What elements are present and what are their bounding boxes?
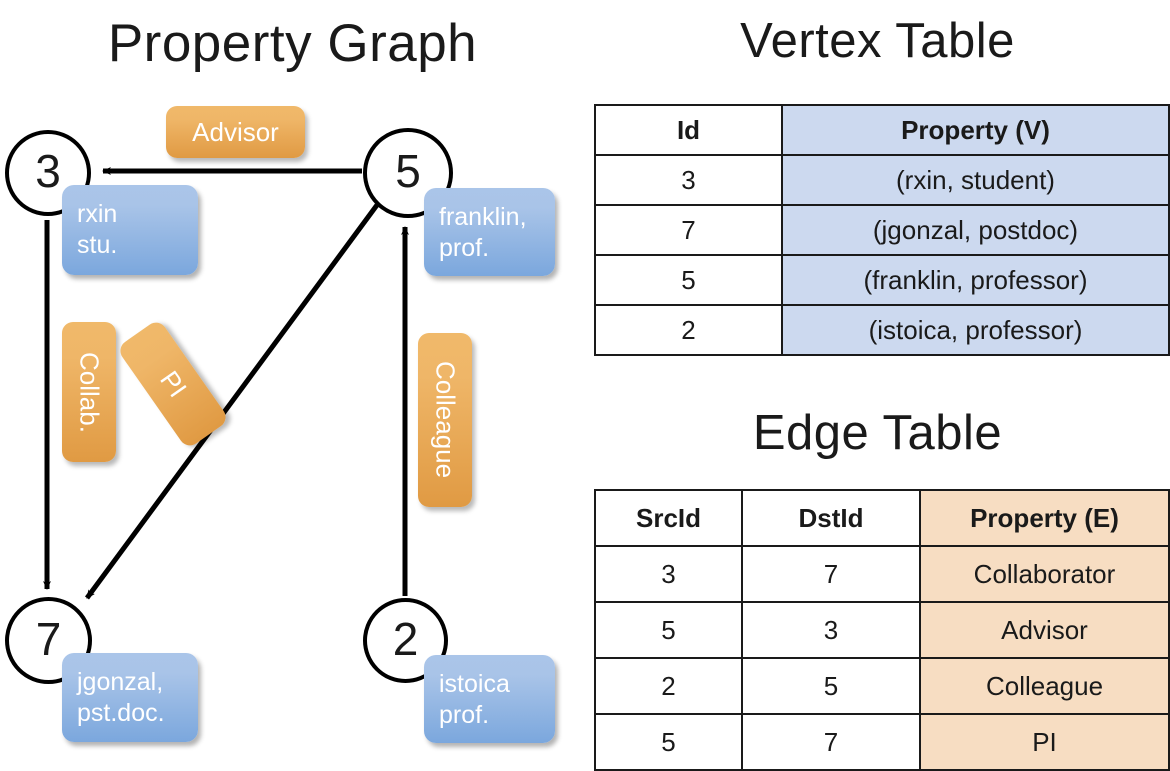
node-property-2-line1: istoica — [439, 670, 510, 698]
vertex-cell-id: 7 — [594, 204, 783, 256]
table-row[interactable]: 7 (jgonzal, postdoc) — [594, 204, 1170, 256]
vertex-table-header-row: Id Property (V) — [594, 104, 1170, 156]
edge-label-pi-text: PI — [154, 365, 193, 403]
edge-cell-property: Colleague — [919, 657, 1170, 715]
graph-node-7-label: 7 — [35, 612, 62, 665]
edge-cell-srcid: 3 — [594, 545, 743, 603]
graph-node-2-label: 2 — [392, 612, 419, 665]
edge-label-advisor: Advisor — [166, 106, 305, 158]
edge-label-advisor-text: Advisor — [192, 116, 279, 147]
edge-label-colleague-text: Colleague — [430, 361, 461, 479]
node-property-box-3: rxin stu. — [62, 185, 198, 275]
edge-cell-srcid: 2 — [594, 657, 743, 715]
edge-cell-srcid: 5 — [594, 601, 743, 659]
edge-arrow-5-7 — [84, 203, 380, 600]
node-property-7-line1: jgonzal, — [77, 668, 164, 696]
vertex-cell-id: 5 — [594, 254, 783, 306]
edge-cell-dstid: 7 — [741, 713, 921, 771]
edge-cell-property: PI — [919, 713, 1170, 771]
vertex-cell-property: (istoica, professor) — [781, 304, 1170, 356]
table-row[interactable]: 5 7 PI — [594, 713, 1170, 771]
page-title-vertex-table: Vertex Table — [740, 14, 1015, 68]
table-row[interactable]: 3 7 Collaborator — [594, 545, 1170, 603]
node-property-box-2: istoica prof. — [424, 655, 555, 743]
vertex-cell-property: (franklin, professor) — [781, 254, 1170, 306]
edge-label-collab-text: Collab. — [74, 351, 105, 433]
edge-label-collab: Collab. — [62, 322, 116, 462]
vertex-cell-property: (rxin, student) — [781, 154, 1170, 206]
edge-label-colleague: Colleague — [418, 333, 472, 507]
edge-table: SrcId DstId Property (E) 3 7 Collaborato… — [594, 489, 1170, 771]
page-title-property-graph: Property Graph — [107, 14, 478, 73]
graph-edge-arrows — [43, 167, 409, 600]
edge-cell-dstid: 3 — [741, 601, 921, 659]
node-property-7-line2: pst.doc. — [77, 699, 165, 727]
node-property-2-line2: prof. — [439, 701, 490, 729]
vertex-cell-property: (jgonzal, postdoc) — [781, 204, 1170, 256]
table-row[interactable]: 3 (rxin, student) — [594, 154, 1170, 206]
edge-table-header-property: Property (E) — [919, 489, 1170, 547]
graph-node-3-label: 3 — [35, 145, 61, 197]
node-property-3-line1: rxin — [77, 200, 118, 228]
vertex-cell-id: 3 — [594, 154, 783, 206]
edge-table-header-dstid: DstId — [741, 489, 921, 547]
table-row[interactable]: 5 3 Advisor — [594, 601, 1170, 659]
graph-node-5-label: 5 — [395, 145, 421, 197]
page-title-edge-table: Edge Table — [752, 406, 1003, 460]
graph-node-2[interactable]: 2 — [363, 598, 448, 683]
vertex-cell-id: 2 — [594, 304, 783, 356]
table-row[interactable]: 2 5 Colleague — [594, 657, 1170, 715]
edge-cell-dstid: 5 — [741, 657, 921, 715]
table-row[interactable]: 2 (istoica, professor) — [594, 304, 1170, 356]
node-property-box-5: franklin, prof. — [424, 188, 555, 276]
property-graph-panel: Property Graph Advisor Collab. PI Collea… — [0, 0, 585, 760]
edge-cell-property: Advisor — [919, 601, 1170, 659]
edge-cell-srcid: 5 — [594, 713, 743, 771]
vertex-table-header-id: Id — [594, 104, 783, 156]
table-row[interactable]: 5 (franklin, professor) — [594, 254, 1170, 306]
edge-table-header-row: SrcId DstId Property (E) — [594, 489, 1170, 547]
edge-cell-dstid: 7 — [741, 545, 921, 603]
vertex-table-header-property: Property (V) — [781, 104, 1170, 156]
node-property-3-line2: stu. — [77, 231, 118, 259]
graph-node-5[interactable]: 5 — [363, 128, 453, 218]
vertex-table: Id Property (V) 3 (rxin, student) 7 (jgo… — [594, 104, 1170, 356]
edge-cell-property: Collaborator — [919, 545, 1170, 603]
node-property-5-line2: prof. — [439, 234, 490, 262]
node-property-box-7: jgonzal, pst.doc. — [62, 653, 198, 742]
node-property-5-line1: franklin, — [439, 203, 527, 231]
edge-table-header-srcid: SrcId — [594, 489, 743, 547]
